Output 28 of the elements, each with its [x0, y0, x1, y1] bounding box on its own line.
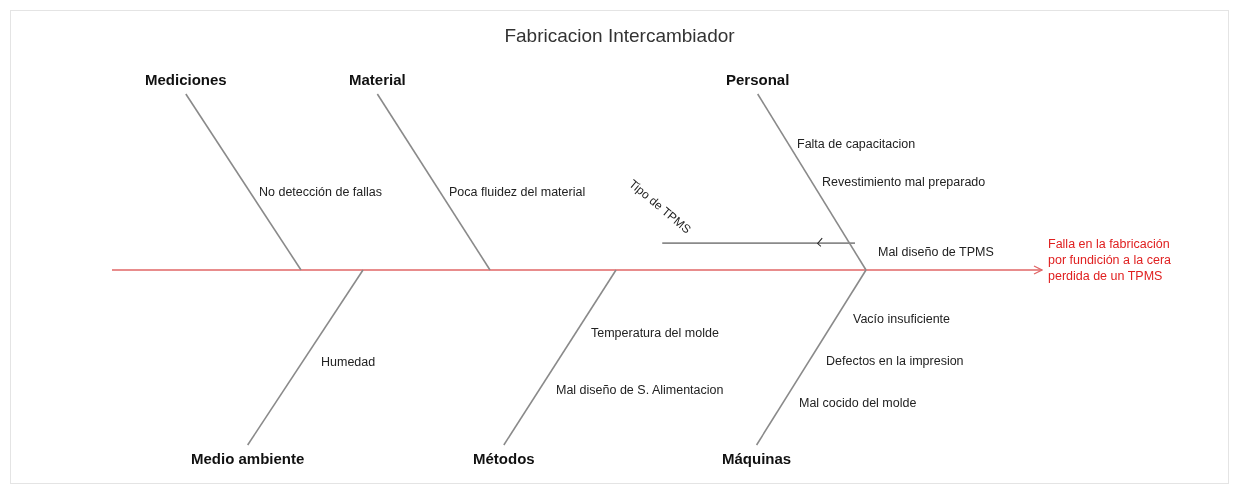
bone-line — [376, 93, 491, 271]
category-heading: Mediciones — [145, 72, 227, 88]
spine-arrow — [111, 265, 1043, 275]
bone-line — [246, 269, 364, 446]
cause-text: No detección de fallas — [259, 184, 382, 200]
cause-text: Vacío insuficiente — [853, 311, 951, 327]
bone-line — [503, 269, 617, 446]
angle-mark: L — [813, 234, 829, 251]
effect-text: Falla en la fabricación por fundición a la cera perdida de un TPMS — [1048, 236, 1184, 284]
cause-text: Revestimiento mal preparado — [822, 174, 986, 190]
cause-text: Mal diseño de S. Alimentacion — [556, 382, 724, 398]
cause-text: Mal diseño de TPMS — [878, 244, 994, 260]
bone-line — [755, 269, 867, 446]
cause-text: Falta de capacitacion — [797, 136, 916, 152]
cause-text: Temperatura del molde — [591, 325, 719, 341]
category-heading: Personal — [726, 72, 790, 88]
bone-line — [185, 93, 302, 271]
bone-line — [756, 93, 867, 271]
cause-text: Mal cocido del molde — [799, 395, 917, 411]
cause-text: Defectos en la impresion — [826, 353, 964, 369]
category-heading: Máquinas — [722, 451, 792, 467]
category-heading: Material — [349, 72, 406, 88]
category-heading: Métodos — [473, 451, 535, 467]
cause-text: Poca fluidez del material — [449, 184, 586, 200]
bone-line — [661, 242, 856, 244]
cause-text: Humedad — [321, 354, 376, 370]
diagram-title: Fabricacion Intercambiador — [504, 25, 735, 47]
category-heading: Medio ambiente — [191, 451, 305, 467]
